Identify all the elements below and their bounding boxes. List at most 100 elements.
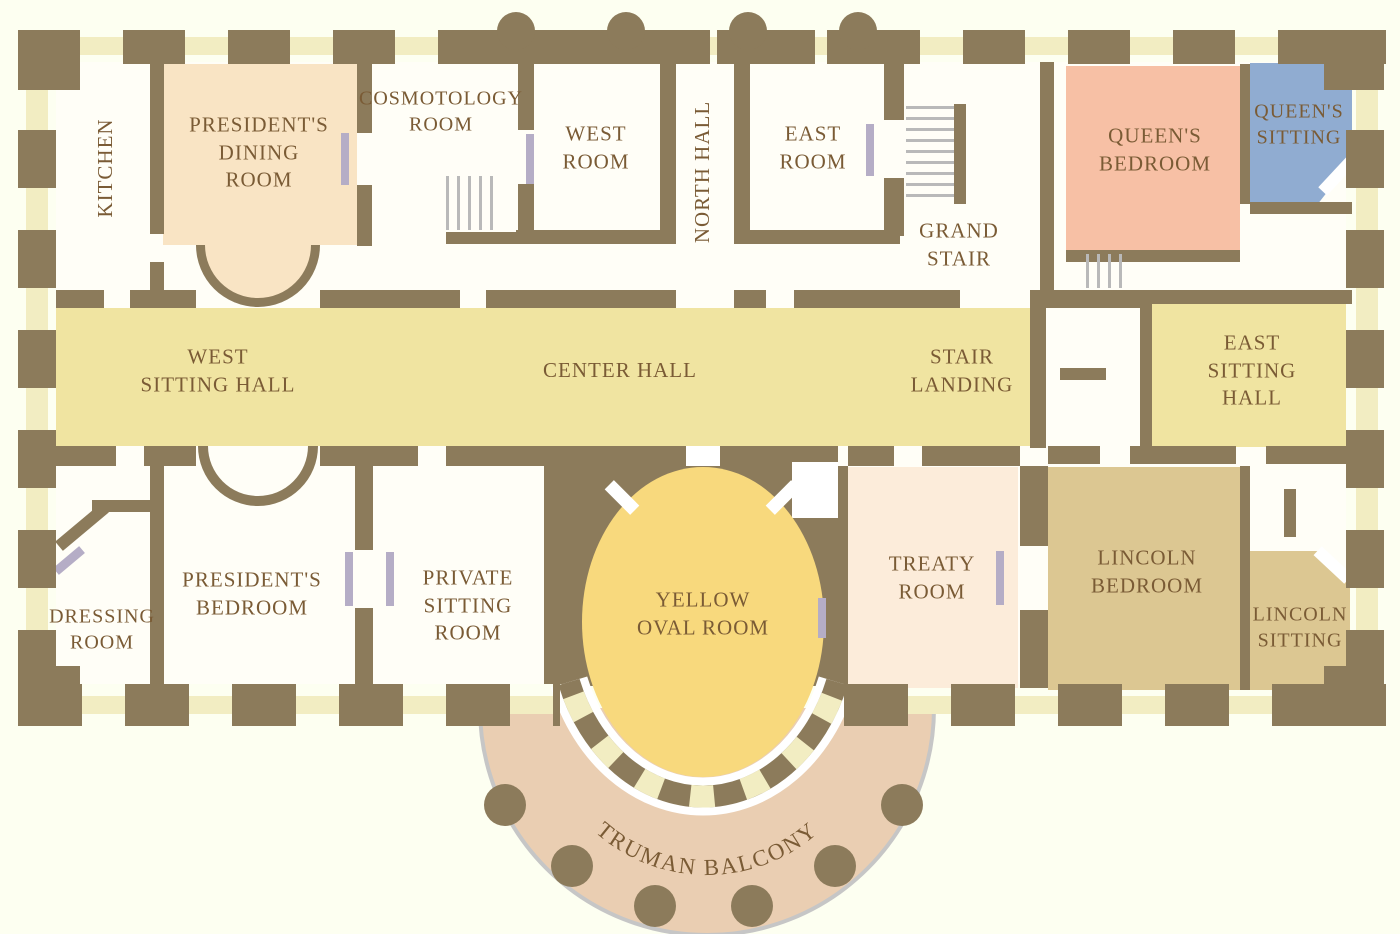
door-marker xyxy=(345,552,353,606)
room-presidents-dining xyxy=(163,64,357,245)
room-center-hall-band xyxy=(56,308,1032,446)
room-label-lincoln-sitting: LINCOLN SITTING xyxy=(1252,603,1348,652)
wall-segment xyxy=(130,290,196,308)
wall-segment xyxy=(1130,446,1236,464)
wall-segment xyxy=(518,184,534,232)
wall-segment xyxy=(446,446,562,466)
door-marker xyxy=(341,133,349,185)
room-label-east-sitting-hall: EAST SITTING HALL xyxy=(1207,330,1297,410)
wall-segment xyxy=(320,446,418,466)
wall-segment xyxy=(1060,368,1106,380)
wall-segment xyxy=(954,104,966,204)
wall-segment xyxy=(794,290,904,308)
portico-column xyxy=(839,12,877,50)
oval-window-lights xyxy=(558,678,848,808)
wall-segment xyxy=(922,446,1020,466)
staircase-east xyxy=(1086,254,1122,288)
room-treaty xyxy=(848,467,1018,688)
wall-segment xyxy=(150,466,164,684)
door-marker xyxy=(818,598,826,638)
balcony-column xyxy=(634,885,676,927)
room-yellow-oval xyxy=(582,467,824,777)
north-wall-band xyxy=(18,30,1386,64)
room-label-east-room: EAST ROOM xyxy=(779,121,847,173)
wall-segment xyxy=(486,290,676,308)
wall-segment xyxy=(1040,62,1054,290)
grand-staircase xyxy=(906,106,954,198)
corner-pier xyxy=(1324,666,1384,726)
wall-segment xyxy=(1266,446,1352,464)
corner-pier xyxy=(18,30,80,90)
wall-segment xyxy=(734,290,766,308)
door-marker xyxy=(526,134,534,184)
corner-pier xyxy=(1324,30,1384,90)
oval-top-door xyxy=(686,446,720,466)
room-label-stair-landing: STAIR LANDING xyxy=(910,344,1014,396)
room-label-north-hall: NORTH HALL xyxy=(690,100,715,244)
room-east-sitting-hall xyxy=(1152,303,1346,447)
balcony-column xyxy=(551,845,593,887)
portico-column xyxy=(729,12,767,50)
wall-segment xyxy=(357,185,372,246)
balcony-column xyxy=(814,845,856,887)
east-wall-band xyxy=(1346,30,1384,726)
room-label-presidents-bedroom: PRESIDENT'S BEDROOM xyxy=(182,567,322,619)
balcony-column xyxy=(881,784,923,826)
wall-segment xyxy=(320,290,460,308)
room-label-kitchen: KITCHEN xyxy=(93,118,118,218)
wall-segment xyxy=(357,64,372,133)
wall-segment xyxy=(56,446,116,466)
wall-segment xyxy=(446,232,516,244)
wall-segment xyxy=(1240,466,1250,690)
balcony-column xyxy=(731,885,773,927)
room-label-lincoln-bedroom: LINCOLN BEDROOM xyxy=(1090,545,1204,597)
room-label-west-sitting-hall: WEST SITTING HALL xyxy=(140,344,296,396)
wall-segment xyxy=(1152,290,1352,304)
west-wall-band xyxy=(18,30,56,726)
room-lincoln-bedroom xyxy=(1048,467,1240,690)
room-label-queens-sitting: QUEEN'S SITTING xyxy=(1254,100,1344,149)
wall-segment xyxy=(1020,466,1048,546)
wall-segment xyxy=(734,62,750,234)
room-label-dressing-room: DRESSING ROOM xyxy=(49,605,155,654)
wall-segment xyxy=(150,62,164,234)
wall-segment xyxy=(1284,489,1296,537)
wall-segment xyxy=(884,178,904,236)
room-label-grand-stair: GRAND STAIR xyxy=(919,218,999,270)
door-marker xyxy=(996,551,1004,605)
wall-segment xyxy=(92,500,156,512)
wall-segment xyxy=(355,608,373,684)
wall-segment xyxy=(56,290,104,308)
wall-segment xyxy=(838,466,848,688)
wall-segment xyxy=(904,290,960,308)
room-label-center-hall: CENTER HALL xyxy=(543,358,697,383)
room-label-private-sitting: PRIVATE SITTING ROOM xyxy=(422,565,514,645)
portico-column xyxy=(607,12,645,50)
portico-column xyxy=(497,12,535,50)
room-label-cosmotology: COSMOTOLOGY ROOM xyxy=(359,87,523,136)
wall-segment xyxy=(848,446,894,466)
wall-segment xyxy=(734,230,900,244)
wall-segment xyxy=(144,446,196,466)
wall-segment xyxy=(1046,290,1140,308)
oval-and-balcony: TRUMAN BALCONY xyxy=(478,467,936,934)
wall-segment xyxy=(1240,64,1250,204)
balcony-column xyxy=(484,784,526,826)
wall-segment xyxy=(1030,290,1046,448)
wall-segment xyxy=(1140,290,1152,448)
wall-segment xyxy=(516,230,676,244)
wall-segment xyxy=(884,62,904,120)
wall-segment xyxy=(1048,446,1100,464)
staircase-west xyxy=(446,176,500,230)
wall-segment xyxy=(355,466,373,550)
room-label-treaty: TREATY ROOM xyxy=(888,551,976,603)
room-label-presidents-dining: PRESIDENT'S DINING ROOM xyxy=(189,112,329,192)
wall-segment xyxy=(1020,610,1048,688)
room-queens-bedroom xyxy=(1066,66,1240,252)
wall-segment xyxy=(518,62,534,130)
wall-segment xyxy=(1250,202,1352,214)
south-wall-band-west xyxy=(18,684,560,726)
room-label-yellow-oval: YELLOW OVAL ROOM xyxy=(636,587,770,639)
door-marker xyxy=(386,552,394,606)
